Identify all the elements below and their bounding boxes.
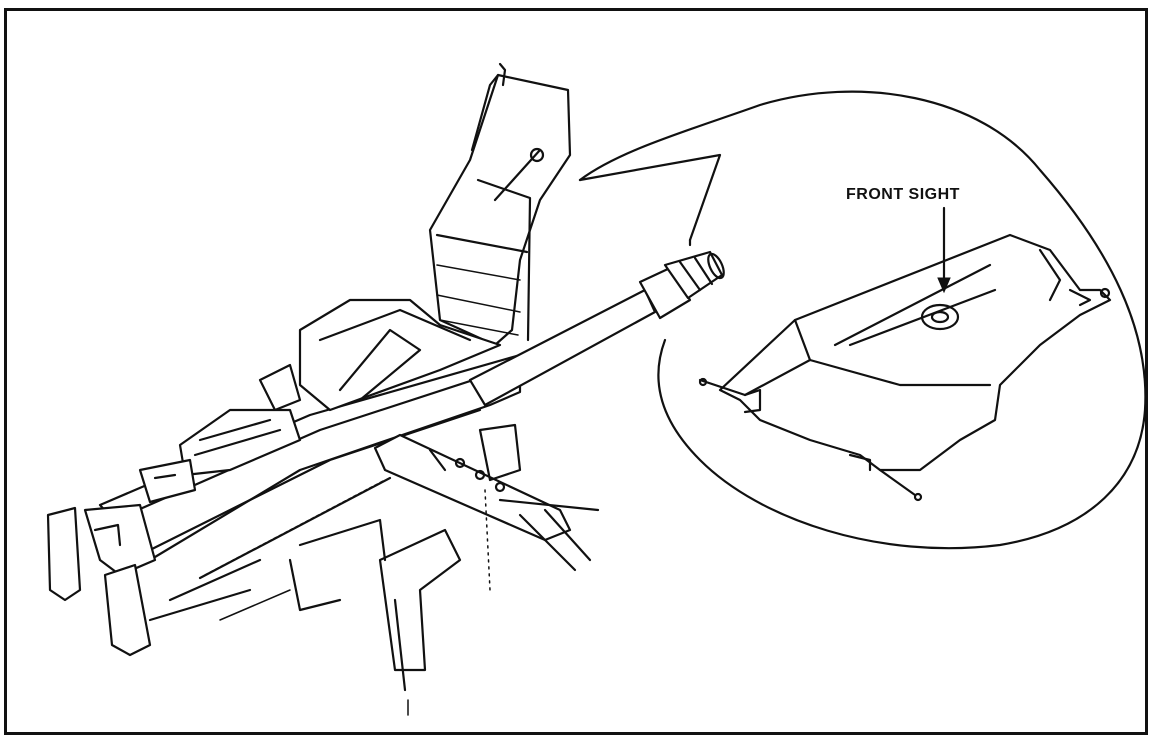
top-cover bbox=[178, 298, 502, 477]
ammo-feed-box bbox=[428, 62, 572, 347]
front-sight-leader bbox=[937, 206, 951, 294]
tripod-leg bbox=[288, 518, 462, 716]
front-sight-label: FRONT SIGHT bbox=[846, 186, 960, 203]
lower-receiver-lines bbox=[148, 558, 291, 622]
tripod-mount bbox=[373, 423, 600, 591]
spade-grips bbox=[46, 503, 157, 657]
barrel bbox=[468, 250, 725, 407]
detail-callout bbox=[578, 90, 1147, 550]
front-sight-detail bbox=[698, 233, 1112, 502]
rear-sight bbox=[138, 458, 197, 504]
